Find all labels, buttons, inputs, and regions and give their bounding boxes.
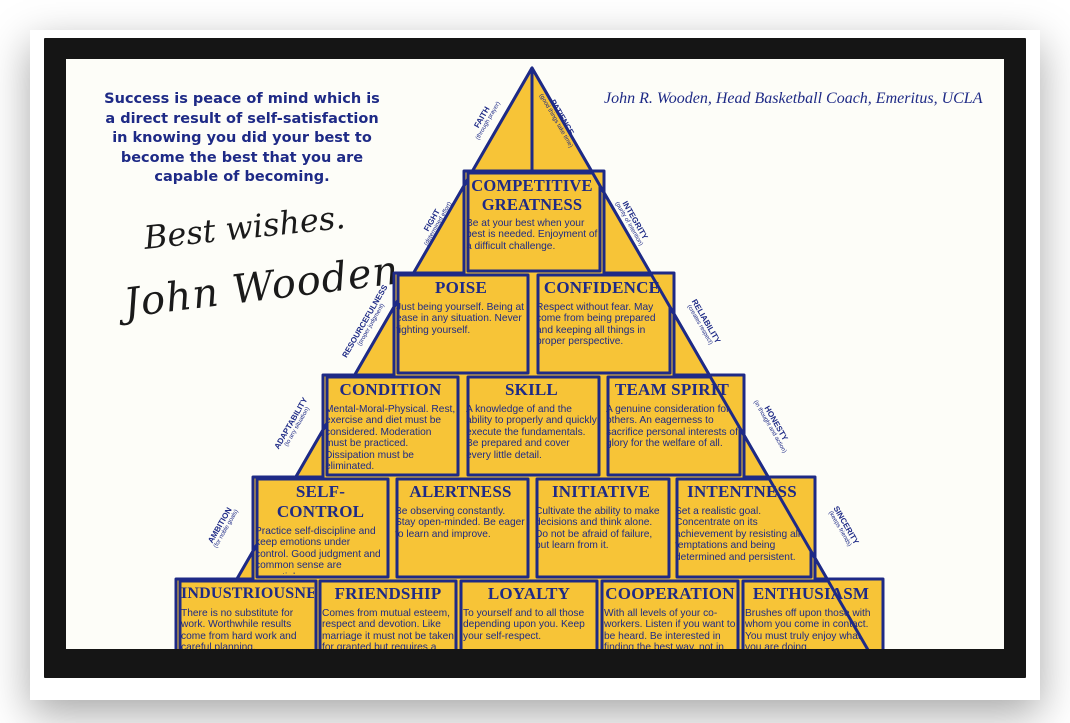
block-title: FRIENDSHIP (334, 584, 442, 603)
block-text: Respect without fear. May come from bein… (536, 302, 656, 348)
block-text: Just being yourself. Being at ease in an… (396, 302, 524, 336)
block-text: There is no substitute for work. Worthwh… (181, 608, 297, 649)
block-title: TEAM SPIRIT (614, 380, 730, 399)
block-initiative: INITIATIVE Cultivate the ability to make… (535, 482, 667, 574)
block-title: SELF-CONTROL (276, 482, 365, 521)
block-title: SKILL (505, 380, 558, 399)
pyramid-block-cell (459, 579, 599, 649)
block-industriousness: INDUSTRIOUSNESS There is no substitute f… (181, 584, 314, 649)
block-text: Mental-Moral-Physical. Rest, exercise an… (325, 404, 456, 472)
block-title: ALERTNESS (409, 482, 512, 501)
pyramid-edge-right (825, 577, 885, 649)
block-text: Cultivate the ability to make decisions … (535, 506, 660, 552)
block-title: COMPETITIVE GREATNESS (471, 176, 593, 214)
block-team-spirit: TEAM SPIRIT A genuine consideration for … (606, 380, 738, 472)
pyramid-block-cell (255, 477, 390, 579)
pyramid-edge-left (353, 271, 416, 377)
pyramid-block-cell (396, 273, 530, 375)
pyramid-block-cell (600, 579, 740, 649)
block-skill: SKILL A knowledge of and the ability to … (466, 380, 597, 472)
block-text: Brushes off upon those with whom you com… (745, 608, 871, 649)
pyramid-block-cell (466, 171, 602, 273)
pyramid-edge-left (412, 169, 475, 275)
block-text: With all levels of your co-workers. List… (604, 608, 736, 649)
block-text: A knowledge of and the ability to proper… (466, 404, 597, 461)
block-text: Practice self-discipline and keep emotio… (255, 526, 381, 574)
block-text: Set a realistic goal. Concentrate on its… (675, 506, 801, 563)
pyramid-block-cell (606, 375, 742, 477)
block-title: INITIATIVE (551, 482, 651, 501)
block-loyalty: LOYALTY To yourself and to all those dep… (463, 584, 595, 649)
block-poise: POISE Just being yourself. Being at ease… (396, 278, 526, 368)
block-title: POISE (434, 278, 488, 297)
pyramid-block-cell (536, 273, 672, 375)
block-title: ENTHUSIASM (752, 584, 870, 603)
success-quote: Success is peace of mind which is a dire… (104, 91, 380, 186)
pyramid-cells (174, 66, 885, 649)
block-text: Be observing constantly. Stay open-minde… (395, 506, 525, 540)
block-confidence: CONFIDENCE Respect without fear. May com… (536, 278, 668, 368)
block-title: CONFIDENCE (543, 278, 661, 297)
block-text: Comes from mutual esteem, respect and de… (322, 608, 454, 649)
block-title: CONDITION (339, 380, 442, 399)
block-self-control: SELF-CONTROL Practice self-discipline an… (255, 482, 386, 574)
block-text: A genuine consideration for others. An e… (606, 404, 738, 450)
block-competitive-greatness: COMPETITIVE GREATNESS Be at your best wh… (466, 176, 598, 268)
block-friendship: FRIENDSHIP Comes from mutual esteem, res… (322, 584, 454, 649)
block-title: INDUSTRIOUSNESS (181, 585, 314, 602)
pyramid-block-cell (466, 375, 601, 477)
pyramid-poster: Success is peace of mind which is a dire… (66, 59, 1004, 649)
block-intentness: INTENTNESS Set a realistic goal. Concent… (675, 482, 809, 574)
block-enthusiasm: ENTHUSIASM Brushes off upon those with w… (745, 584, 877, 649)
block-text: To yourself and to all those depending u… (463, 608, 585, 642)
pyramid-block-cell (178, 579, 318, 649)
pyramid-top-right (530, 66, 593, 173)
block-text: Be at your best when your best is needed… (466, 218, 598, 252)
pyramid-block-cell (675, 477, 813, 579)
block-title: LOYALTY (487, 584, 571, 603)
pyramid-block-cell (318, 579, 458, 649)
pyramid-block-cell (535, 477, 671, 579)
block-title: INTENTNESS (687, 482, 797, 501)
block-alertness: ALERTNESS Be observing constantly. Stay … (395, 482, 526, 574)
pyramid-block-cell (325, 375, 460, 477)
block-title: COOPERATION (605, 584, 735, 603)
block-condition: CONDITION Mental-Moral-Physical. Rest, e… (325, 380, 456, 472)
pyramid-block-cell (395, 477, 530, 579)
attribution-line: John R. Wooden, Head Basketball Coach, E… (604, 90, 983, 107)
block-cooperation: COOPERATION With all levels of your co-w… (604, 584, 736, 649)
pyramid-graphic (174, 66, 885, 649)
